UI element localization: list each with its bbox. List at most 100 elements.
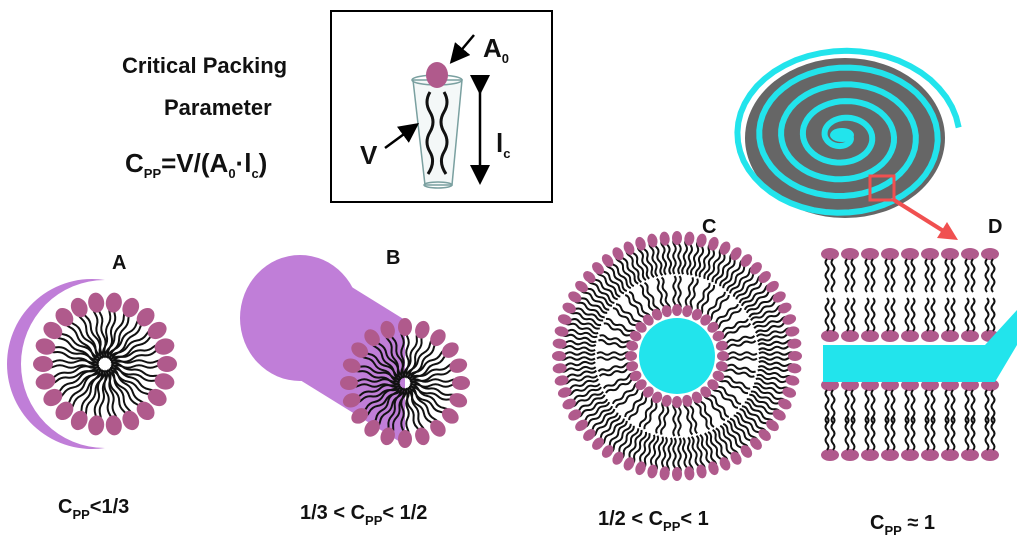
vesicle-inner-head (625, 351, 637, 361)
vesicle-outer-tail (582, 284, 613, 307)
bilayer-2-top-tail (990, 389, 996, 424)
micelle-b-tail (410, 381, 460, 399)
bilayer-1-bottom-tail (964, 297, 970, 332)
vesicle-outer-head (635, 461, 646, 476)
vesicle-outer-tail (654, 436, 664, 473)
micelle-a-tail (111, 362, 166, 380)
vesicle-outer-head (575, 419, 588, 432)
vesicle-outer-tail (741, 405, 772, 428)
vesicle-outer-tail (711, 248, 728, 283)
bilayer-1-top-tail (884, 258, 890, 293)
panel-a-condition-post: <1/3 (89, 496, 130, 518)
vesicle-outer-tail (608, 259, 632, 290)
vesicle-inner-tail (599, 334, 634, 344)
vesicle-outer-tail (750, 304, 784, 321)
lipid-cone-illustration (384, 34, 490, 189)
vesicle-inner-head (651, 308, 663, 321)
bilayer-1-top-tail (830, 258, 836, 293)
bilayer-2-bottom-tail (990, 416, 996, 451)
vesicle-outer-tail (595, 415, 622, 443)
vesicle-outer-tail (590, 274, 618, 301)
bilayer-1-top-tail (890, 258, 896, 293)
vesicle-inner-tail (643, 281, 661, 314)
vesicle-outer-tail (558, 345, 596, 352)
micelle-b-head (449, 393, 468, 408)
micelle-a-head (122, 297, 140, 318)
vesicle-outer-head (659, 466, 670, 481)
bilayer-2-bottom-tail (884, 416, 890, 451)
vesicle-outer-tail (755, 377, 791, 391)
micelle-a-head (35, 338, 56, 355)
vesicle-outer-tail (630, 247, 647, 281)
bilayer-2-bottom-tail (824, 416, 830, 451)
vesicle-outer-head (575, 280, 588, 293)
panel-a-condition-pre: C (58, 496, 73, 518)
panel-b-condition-post: < 1/2 (382, 502, 428, 524)
vesicle-outer-head (788, 351, 802, 361)
vesicle-inner-tail (719, 322, 752, 340)
vesicle-outer-head (672, 231, 682, 245)
bilayer-2-top-tail (830, 389, 836, 424)
bilayer-1-bottom-head (821, 330, 839, 342)
cone-head-group (426, 62, 448, 88)
title-line-1: Critical Packing (122, 53, 288, 78)
vesicle-outer-tail (748, 298, 781, 318)
micelle-b-head (430, 329, 446, 347)
vesicle-inner-tail (689, 278, 699, 313)
micelle-a-tail (104, 305, 130, 358)
vesicle-outer-tail (712, 429, 729, 463)
vesicle-inner-tail (720, 368, 755, 378)
panel-b-condition-pre: 1/3 < C (300, 502, 366, 524)
panel-c-letter: C (702, 216, 717, 238)
vesicle-inner-tail (615, 303, 644, 326)
bilayer-1-bottom-head (901, 330, 919, 342)
vesicle-outer-tail (573, 394, 606, 414)
vesicle-outer-tail (739, 408, 768, 434)
bilayer-2-top-tail (864, 389, 870, 424)
micelle-b-tail (348, 383, 401, 388)
bilayer-2-bottom-tail (830, 416, 836, 451)
micelle-a-head (88, 415, 105, 436)
vesicle-outer-head (684, 466, 695, 481)
micelle-a-tail (111, 364, 160, 396)
vesicle-outer-tail (690, 239, 700, 276)
vesicle-outer-tail (567, 309, 602, 327)
vesicle-inner-tail (677, 401, 682, 437)
bilayer-1-top-tail (824, 258, 830, 293)
vesicle-inner-tail (603, 322, 636, 339)
vesicle-inner-head (661, 394, 672, 407)
vesicle-outer-head (592, 437, 605, 450)
micelle-a-tail (50, 332, 99, 364)
panel-c-water-core (639, 318, 715, 394)
bilayer-2-bottom-tail (930, 416, 936, 451)
vesicle-inner-head (715, 340, 728, 351)
bilayer-1-top-tail (990, 258, 996, 293)
vesicle-inner-tail (694, 282, 711, 315)
vesicle-outer-tail (598, 266, 625, 295)
vesicle-outer-tail (576, 398, 609, 419)
panel-d-water-channel (823, 310, 1017, 382)
bilayer-1-bottom-tail (884, 297, 890, 332)
vesicle-outer-tail (558, 356, 596, 361)
vesicle-inner-tail (684, 277, 694, 312)
vesicle-inner-tail (688, 399, 698, 435)
bilayer-1-top-head (981, 248, 999, 260)
vesicle-outer-tail (615, 425, 635, 458)
bilayer-2-bottom-head (881, 449, 899, 461)
bilayer-1-bottom-head (921, 330, 939, 342)
micelle-b-head (398, 318, 412, 336)
vesicle-outer-head (730, 247, 742, 261)
vesicle-outer-head (554, 326, 569, 337)
vesicle-outer-head (749, 262, 762, 275)
vesicle-outer-tail (605, 420, 628, 451)
micelle-a-tail (109, 367, 134, 420)
vesicle-outer-tail (758, 356, 796, 361)
micelle-a-head (157, 356, 177, 372)
bilayer-1-bottom-tail (950, 297, 956, 332)
vesicle-outer-tail (722, 422, 746, 453)
vesicle-outer-tail (722, 258, 745, 289)
vesicle-inner-tail (702, 393, 726, 422)
micelle-a-tail (65, 369, 104, 414)
formula-l-sub: c (251, 166, 259, 181)
vesicle-outer-head (772, 291, 786, 303)
